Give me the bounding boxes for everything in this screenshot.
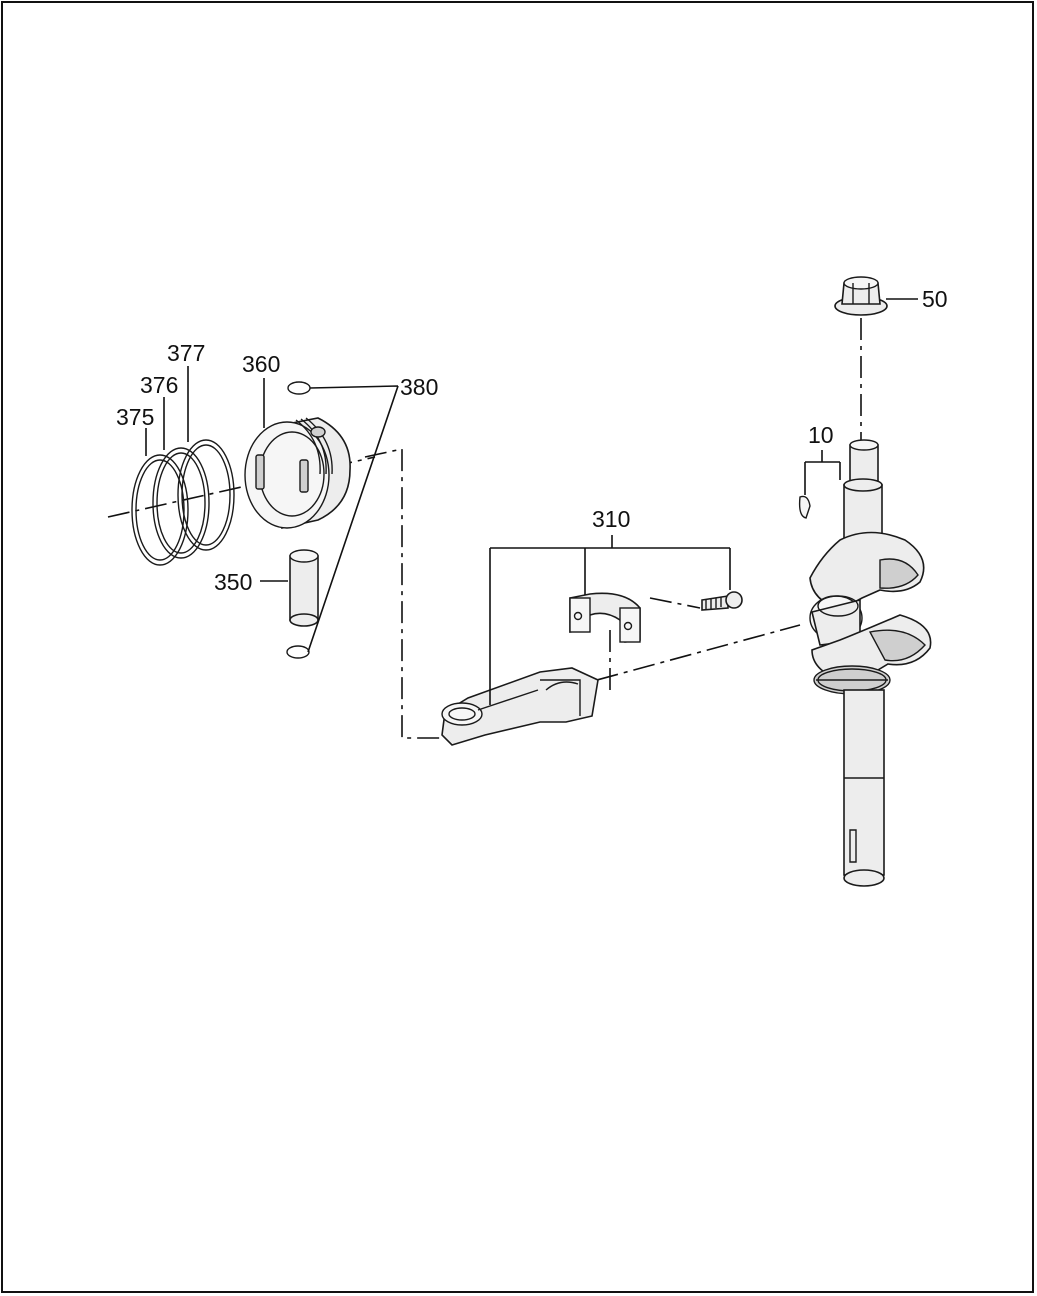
flange-nut-50 (835, 277, 887, 315)
crankshaft-10 (800, 440, 931, 886)
assembly-line-bolt-to-cap (650, 598, 700, 608)
callout-350: 350 (214, 569, 252, 595)
piston-360 (245, 418, 350, 528)
circlip-380-upper (288, 382, 310, 394)
piston-pin-350 (290, 550, 318, 626)
leader-10 (805, 450, 840, 495)
circlip-380-lower (287, 646, 309, 658)
assembly-line-piston-to-rod (365, 449, 442, 738)
callout-377: 377 (167, 340, 205, 366)
callout-376: 376 (140, 372, 178, 398)
connecting-rod-cap (570, 593, 640, 642)
callout-375: 375 (116, 404, 154, 430)
connecting-rod (442, 668, 598, 745)
piston-ring-376 (153, 448, 209, 558)
callout-50: 50 (922, 286, 948, 312)
connecting-rod-bolt (702, 592, 742, 610)
callout-10: 10 (808, 422, 834, 448)
callout-380: 380 (400, 374, 438, 400)
callout-310: 310 (592, 506, 630, 532)
callout-360: 360 (242, 351, 280, 377)
